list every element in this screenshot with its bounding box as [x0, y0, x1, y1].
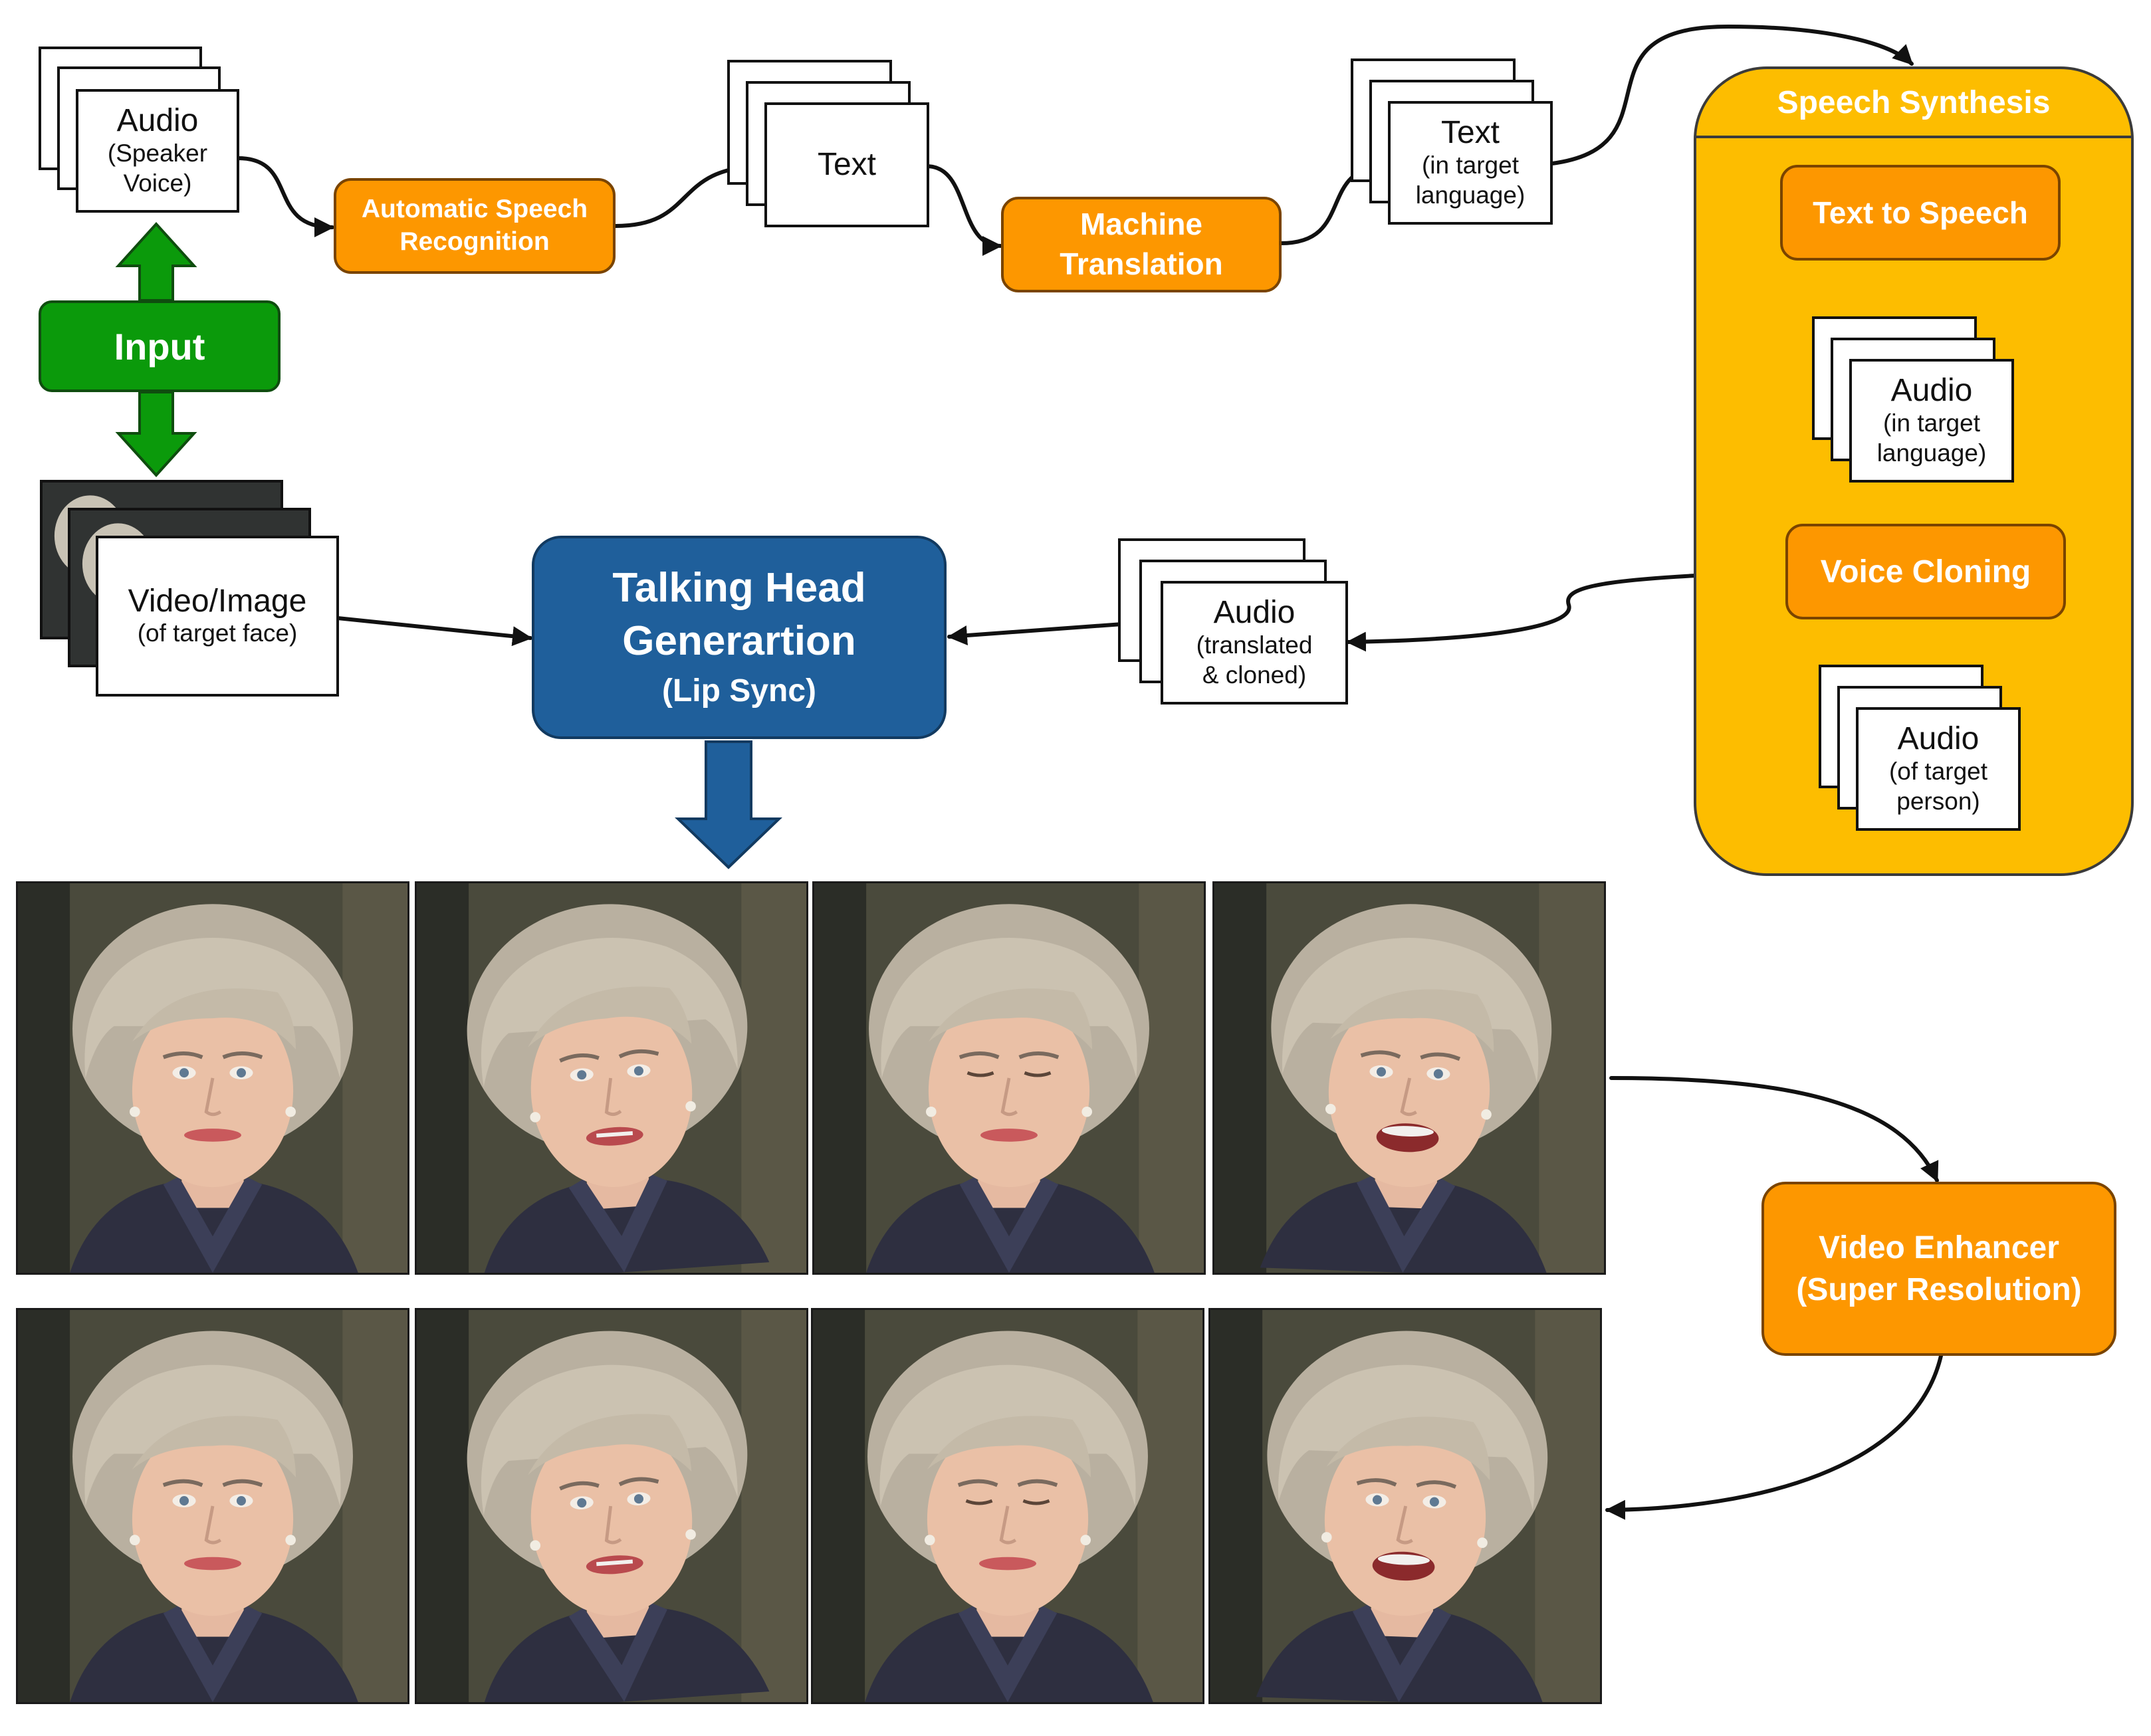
card-subtitle: (of target face) — [137, 619, 298, 647]
talking-head-title-line1: Talking Head — [612, 564, 866, 611]
card-audio-target-lang: Audio (in target language) — [1849, 359, 2014, 483]
machine-translation-box: Machine Translation — [1001, 197, 1282, 292]
face-frame — [16, 881, 409, 1275]
input-arrow-up — [115, 222, 197, 302]
card-subtitle: (in target language) — [1415, 151, 1526, 209]
stack-audio-target-lang: Audio (in target language) — [1812, 316, 2014, 483]
stack-audio-speaker: Audio (Speaker Voice) — [39, 47, 239, 213]
card-title: Video/Image — [128, 583, 307, 619]
card-text-asr: Text — [764, 102, 929, 227]
card-title: Audio — [1897, 720, 1980, 756]
card-subtitle: (in target language) — [1876, 409, 1987, 467]
card-audio-speaker: Audio (Speaker Voice) — [76, 89, 239, 213]
card-subtitle: (translated & cloned) — [1196, 631, 1313, 689]
stack-audio-target-person: Audio (of target person) — [1819, 665, 2021, 831]
stack-audio-cloned: Audio (translated & cloned) — [1118, 538, 1348, 705]
talking-head-title-line2: Generartion — [622, 618, 856, 665]
wire-enhancer-to-frames — [1605, 1354, 1943, 1520]
card-title: Audio — [1213, 594, 1296, 630]
output-arrow-down — [675, 740, 782, 869]
face-frame — [415, 1308, 808, 1704]
wire-audio-to-asr — [236, 156, 334, 237]
card-title: Text — [817, 147, 877, 183]
wire-cloned-audio-to-talking-head — [947, 621, 1143, 645]
card-title: Audio — [1890, 372, 1973, 408]
face-frame — [16, 1308, 409, 1704]
speech-synthesis-title: Speech Synthesis — [1696, 69, 2131, 138]
card-audio-target-person: Audio (of target person) — [1856, 707, 2021, 831]
talking-head-subtitle: (Lip Sync) — [661, 673, 816, 708]
card-subtitle: (Speaker Voice) — [107, 139, 208, 197]
video-enhancer-box: Video Enhancer (Super Resolution) — [1761, 1182, 2116, 1356]
asr-box: Automatic Speech Recognition — [334, 178, 616, 274]
stack-text-asr: Text — [727, 60, 929, 227]
card-subtitle: (of target person) — [1888, 757, 1988, 815]
face-frame — [1212, 881, 1606, 1275]
voice-cloning-box: Voice Cloning — [1785, 524, 2066, 619]
card-video-image: Video/Image (of target face) — [96, 536, 339, 697]
input-arrow-down — [115, 391, 197, 477]
input-box: Input — [39, 300, 281, 392]
wire-video-to-talking-head — [336, 616, 532, 647]
tts-box: Text to Speech — [1780, 165, 2061, 261]
card-title: Audio — [116, 102, 199, 138]
talking-head-box: Talking Head Generartion (Lip Sync) — [532, 536, 947, 739]
card-audio-cloned: Audio (translated & cloned) — [1161, 581, 1348, 705]
face-frame — [415, 881, 808, 1275]
stack-text-target: Text (in target language) — [1351, 58, 1553, 225]
wire-frames-to-enhancer — [1609, 1076, 1939, 1182]
card-text-target: Text (in target language) — [1388, 101, 1553, 225]
wire-text-to-mt — [925, 164, 1002, 256]
stack-video-image: Video/Image (of target face) — [40, 480, 339, 699]
face-frame — [1208, 1308, 1602, 1704]
card-title: Text — [1440, 114, 1500, 150]
face-frame — [812, 881, 1206, 1275]
face-frame — [811, 1308, 1204, 1704]
